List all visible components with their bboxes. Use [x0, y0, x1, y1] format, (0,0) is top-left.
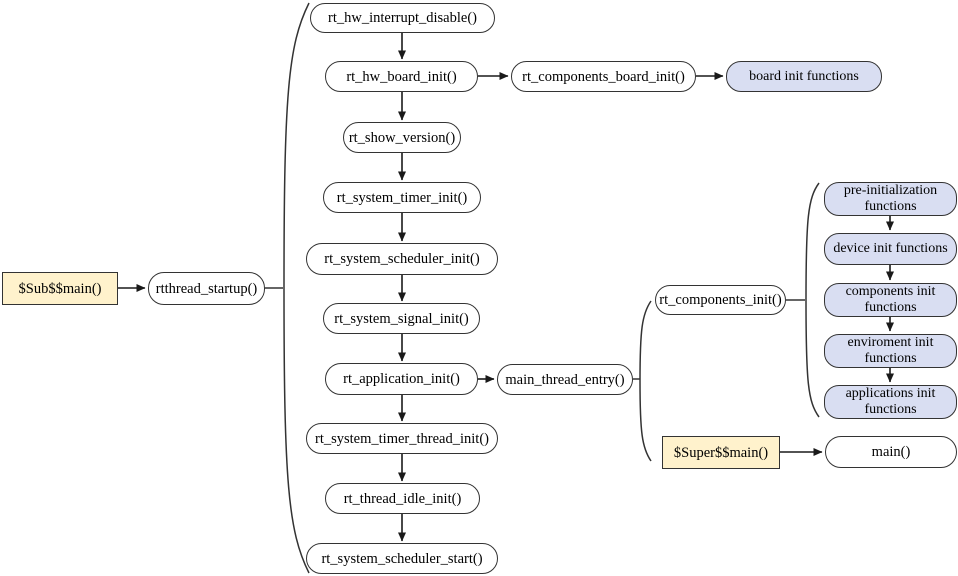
node-pre-initialization-functions: pre-initialization functions [824, 182, 957, 216]
brace-connectors [265, 287, 805, 380]
node-rt-components-init: rt_components_init() [655, 285, 786, 315]
node-rt-application-init: rt_application_init() [325, 363, 478, 395]
node-rt-hw-interrupt-disable: rt_hw_interrupt_disable() [310, 3, 495, 33]
node-device-init-functions: device init functions [824, 233, 957, 265]
node-components-init-functions: components init functions [824, 283, 957, 317]
node-rtthread-startup: rtthread_startup() [148, 272, 265, 305]
main-thread-group-brace [639, 300, 652, 462]
components-group-brace [805, 182, 820, 418]
node-super-main: $Super$$main() [662, 436, 780, 469]
node-main: main() [825, 436, 957, 468]
node-main-thread-entry: main_thread_entry() [497, 364, 633, 395]
node-rt-components-board-init: rt_components_board_init() [511, 61, 696, 92]
node-rt-hw-board-init: rt_hw_board_init() [325, 61, 478, 92]
node-rt-system-signal-init: rt_system_signal_init() [323, 303, 480, 334]
node-board-init-functions: board init functions [726, 61, 882, 92]
node-rt-thread-idle-init: rt_thread_idle_init() [325, 483, 480, 514]
node-rt-system-timer-thread-init: rt_system_timer_thread_init() [306, 423, 498, 454]
node-sub-main: $Sub$$main() [2, 272, 118, 305]
startup-group-brace [283, 2, 310, 574]
node-rt-system-timer-init: rt_system_timer_init() [323, 182, 481, 213]
node-rt-system-scheduler-start: rt_system_scheduler_start() [306, 543, 498, 574]
group-braces [283, 2, 820, 574]
node-rt-show-version: rt_show_version() [343, 122, 461, 153]
horizontal-arrows [118, 72, 823, 456]
node-enviroment-init-functions: enviroment init functions [824, 334, 957, 368]
node-rt-system-scheduler-init: rt_system_scheduler_init() [306, 243, 498, 275]
node-applications-init-functions: applications init functions [824, 385, 957, 419]
